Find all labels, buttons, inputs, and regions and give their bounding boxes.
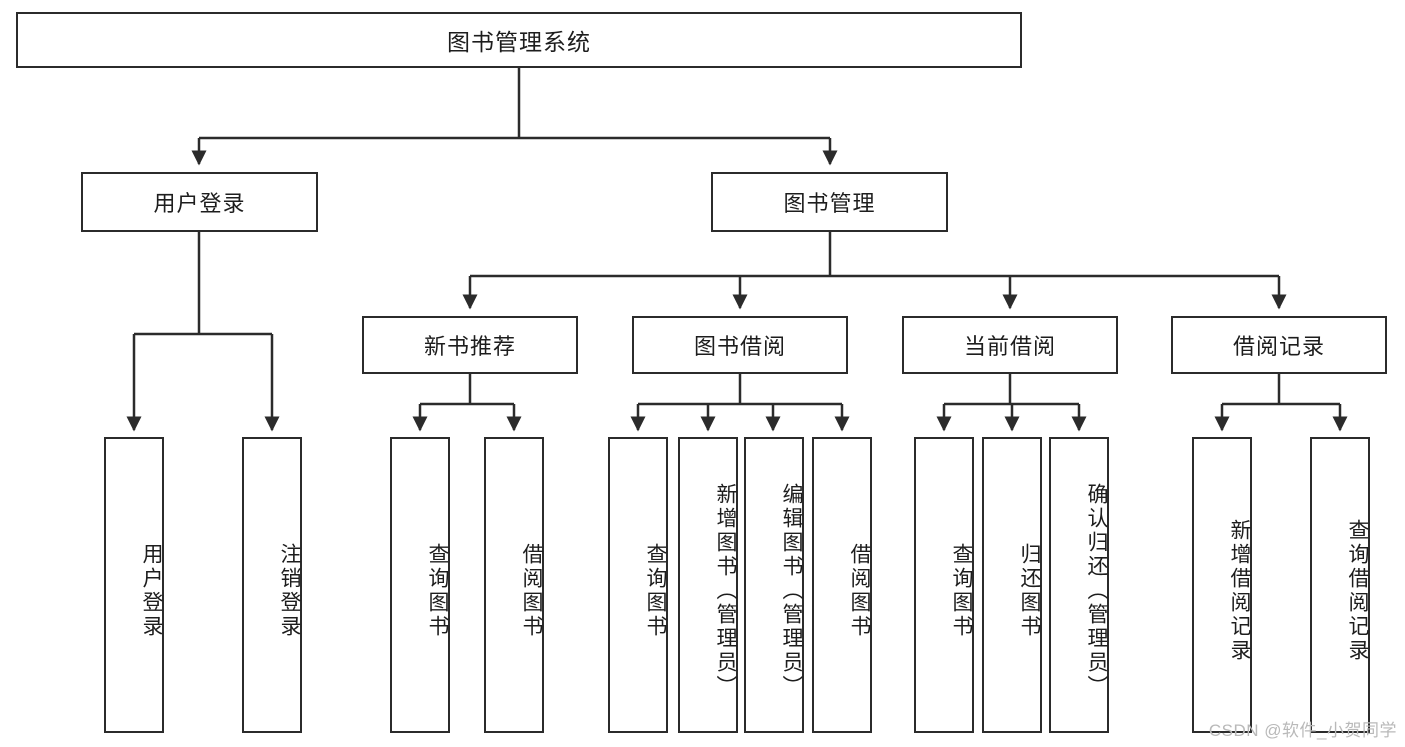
node-leaf-query-borrow-record[interactable]: 查询借阅记录 <box>1310 437 1370 733</box>
node-leaf-confirm-return-admin[interactable]: 确认归还（管理员） <box>1049 437 1109 733</box>
node-leaf-borrow-book-2-label: 借阅图书 <box>848 543 871 639</box>
node-user-login[interactable]: 用户登录 <box>81 172 318 232</box>
node-leaf-add-borrow-record-label: 新增借阅记录 <box>1228 519 1251 663</box>
node-user-login-label: 用户登录 <box>153 191 246 216</box>
node-book-borrow[interactable]: 图书借阅 <box>632 316 848 374</box>
node-borrow-record[interactable]: 借阅记录 <box>1171 316 1387 374</box>
node-leaf-user-login-label: 用户登录 <box>140 543 163 639</box>
node-root-label: 图书管理系统 <box>447 29 591 55</box>
node-leaf-confirm-return-admin-label: 确认归还（管理员） <box>1085 483 1108 699</box>
node-leaf-logout-login-label: 注销登录 <box>278 543 301 639</box>
node-book-management-label: 图书管理 <box>783 191 876 216</box>
node-leaf-query-borrow-record-label: 查询借阅记录 <box>1346 519 1369 663</box>
node-leaf-edit-book-admin[interactable]: 编辑图书（管理员） <box>744 437 804 733</box>
node-leaf-query-book-2-label: 查询图书 <box>644 543 667 639</box>
watermark-text: CSDN @软件_小贺同学 <box>1208 721 1397 740</box>
node-leaf-query-book-1[interactable]: 查询图书 <box>390 437 450 733</box>
node-leaf-query-book-2[interactable]: 查询图书 <box>608 437 668 733</box>
node-leaf-return-book[interactable]: 归还图书 <box>982 437 1042 733</box>
node-borrow-record-label: 借阅记录 <box>1232 334 1325 359</box>
node-leaf-query-book-3[interactable]: 查询图书 <box>914 437 974 733</box>
node-leaf-add-book-admin-label: 新增图书（管理员） <box>714 483 737 699</box>
node-book-management[interactable]: 图书管理 <box>711 172 948 232</box>
node-root-system[interactable]: 图书管理系统 <box>16 12 1022 68</box>
node-book-borrow-label: 图书借阅 <box>693 334 786 359</box>
node-leaf-edit-book-admin-label: 编辑图书（管理员） <box>780 483 803 699</box>
node-new-book-recommend-label: 新书推荐 <box>423 334 516 359</box>
node-leaf-add-book-admin[interactable]: 新增图书（管理员） <box>678 437 738 733</box>
node-current-borrow[interactable]: 当前借阅 <box>902 316 1118 374</box>
node-leaf-borrow-book-2[interactable]: 借阅图书 <box>812 437 872 733</box>
node-leaf-return-book-label: 归还图书 <box>1018 543 1041 639</box>
node-leaf-borrow-book-1[interactable]: 借阅图书 <box>484 437 544 733</box>
node-leaf-query-book-1-label: 查询图书 <box>426 543 449 639</box>
node-leaf-logout-login[interactable]: 注销登录 <box>242 437 302 733</box>
node-leaf-user-login[interactable]: 用户登录 <box>104 437 164 733</box>
node-new-book-recommend[interactable]: 新书推荐 <box>362 316 578 374</box>
node-leaf-borrow-book-1-label: 借阅图书 <box>520 543 543 639</box>
node-leaf-query-book-3-label: 查询图书 <box>950 543 973 639</box>
node-leaf-add-borrow-record[interactable]: 新增借阅记录 <box>1192 437 1252 733</box>
node-current-borrow-label: 当前借阅 <box>963 334 1056 359</box>
